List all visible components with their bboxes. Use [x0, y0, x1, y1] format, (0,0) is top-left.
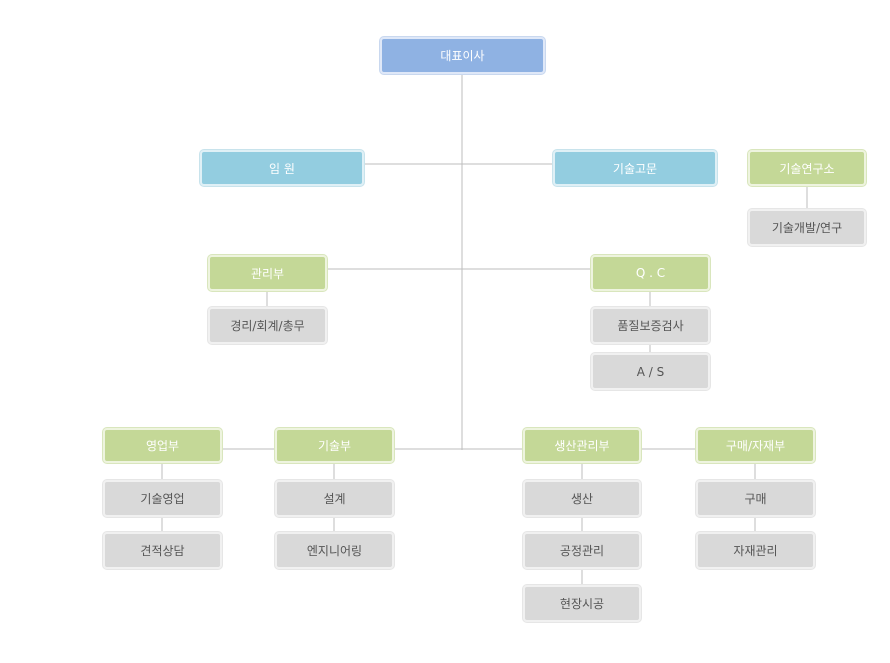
tech-item-label: 엔지니어링	[306, 544, 363, 558]
research-lab-label: 기술연구소	[779, 161, 835, 176]
tech-item-label: 설계	[323, 492, 346, 506]
tech-dept-label: 기술부	[317, 439, 352, 453]
admin-item: 경리/회계/총무	[208, 307, 327, 344]
purchasing-item-label: 자재관리	[733, 544, 778, 558]
qc-item: A / S	[591, 353, 710, 390]
admin-dept-box: 관리부	[208, 255, 327, 291]
executives-label: 임 원	[269, 161, 295, 176]
production-item: 현장시공	[523, 585, 641, 622]
purchasing-item: 구매	[696, 480, 815, 517]
qc-dept-label: Q . C	[635, 266, 666, 280]
production-item-label: 현장시공	[559, 597, 605, 611]
purchasing-dept-label: 구매/자재부	[725, 439, 786, 453]
purchasing-item: 자재관리	[696, 532, 815, 569]
executives-box: 임 원	[200, 150, 364, 186]
sales-item-label: 기술영업	[140, 492, 185, 506]
tech-dept-box: 기술부	[275, 428, 394, 463]
production-item: 생산	[523, 480, 641, 517]
research-lab-item-label: 기술개발/연구	[771, 221, 843, 235]
production-dept-label: 생산관리부	[554, 439, 610, 453]
tech-advisor-box: 기술고문	[553, 150, 717, 186]
tech-item: 엔지니어링	[275, 532, 394, 569]
production-dept-box: 생산관리부	[523, 428, 641, 463]
admin-dept-label: 관리부	[250, 266, 285, 281]
research-lab-item: 기술개발/연구	[748, 209, 866, 246]
qc-item-label: 품질보증검사	[617, 319, 684, 333]
sales-dept-box: 영업부	[103, 428, 222, 463]
admin-item-label: 경리/회계/총무	[230, 319, 305, 333]
qc-item: 품질보증검사	[591, 307, 710, 344]
sales-item: 견적상담	[103, 532, 222, 569]
sales-item-label: 견적상담	[140, 544, 185, 558]
ceo-label: 대표이사	[440, 49, 485, 63]
ceo-box: 대표이사	[380, 37, 545, 74]
sales-dept-label: 영업부	[145, 439, 180, 453]
qc-dept-box: Q . C	[591, 255, 710, 291]
production-item-label: 생산	[570, 492, 594, 506]
tech-advisor-label: 기술고문	[612, 161, 658, 176]
sales-item: 기술영업	[103, 480, 222, 517]
purchasing-dept-box: 구매/자재부	[696, 428, 815, 463]
qc-item-label: A / S	[636, 364, 665, 379]
research-lab-box: 기술연구소	[748, 150, 866, 186]
tech-item: 설계	[275, 480, 394, 517]
production-item-label: 공정관리	[559, 544, 605, 558]
production-item: 공정관리	[523, 532, 641, 569]
purchasing-item-label: 구매	[744, 492, 767, 506]
